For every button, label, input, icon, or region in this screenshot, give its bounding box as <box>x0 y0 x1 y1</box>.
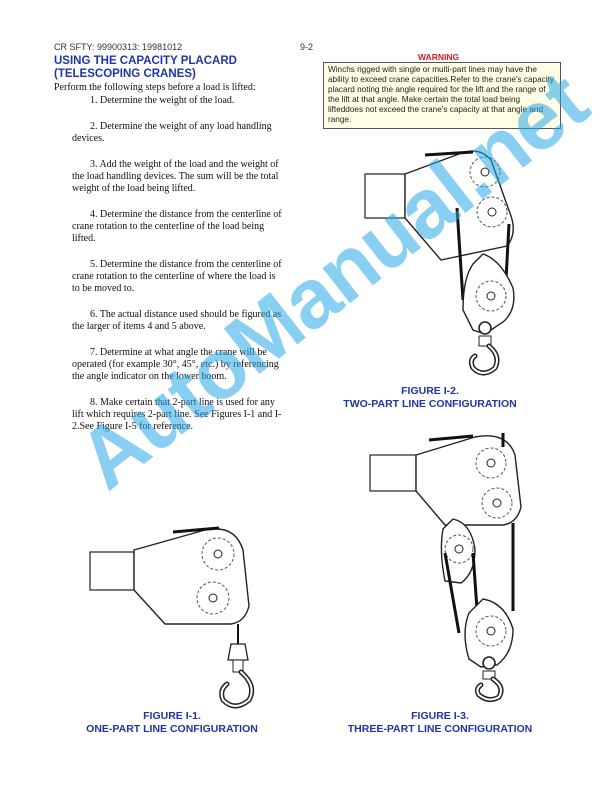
step-8: 8. Make certain that 2-part line is used… <box>72 397 282 432</box>
warning-box: Winchs rigged with single or multi-part … <box>323 62 561 129</box>
step-4: 4. Determine the distance from the cente… <box>72 209 282 244</box>
figure-i1-title: ONE-PART LINE CONFIGURATION <box>86 723 258 735</box>
step-3: 3. Add the weight of the load and the we… <box>72 159 279 194</box>
figure-i1-caption: FIGURE I-1. ONE-PART LINE CONFIGURATION <box>82 710 262 736</box>
figure-i3-caption: FIGURE I-3. THREE-PART LINE CONFIGURATIO… <box>320 710 560 736</box>
step-1: 1. Determine the weight of the load. <box>90 95 235 106</box>
step-6: 6. The actual distance used should be fi… <box>72 309 282 332</box>
step-2: 2. Determine the weight of any load hand… <box>72 121 272 144</box>
figure-one-part-line-diagram <box>89 526 255 709</box>
figure-i1-number: FIGURE I-1. <box>143 710 201 722</box>
figure-i3-title: THREE-PART LINE CONFIGURATION <box>347 723 533 735</box>
page-number: 9-2 <box>300 42 314 52</box>
figure-i2-caption: FIGURE I-2. TWO-PART LINE CONFIGURATION <box>320 385 540 411</box>
figure-i3-number: FIGURE I-3. <box>411 710 469 722</box>
document-reference: CR SFTY: 99900313: 19981012 <box>54 42 183 52</box>
step-7: 7. Determine at what angle the crane wil… <box>72 347 279 382</box>
figure-i2-title: TWO-PART LINE CONFIGURATION <box>343 398 517 410</box>
section-title: USING THE CAPACITY PLACARD (TELESCOPING … <box>54 55 237 80</box>
step-list: 1. Determine the weight of the load. 2. … <box>72 95 282 447</box>
figure-i2-number: FIGURE I-2. <box>401 385 459 397</box>
figure-three-part-line-diagram <box>369 433 522 703</box>
intro-text: Perform the following steps before a loa… <box>54 82 256 93</box>
warning-heading: WARNING <box>418 52 460 62</box>
step-5: 5. Determine the distance from the cente… <box>72 259 282 294</box>
figure-two-part-line-diagram <box>364 150 515 376</box>
